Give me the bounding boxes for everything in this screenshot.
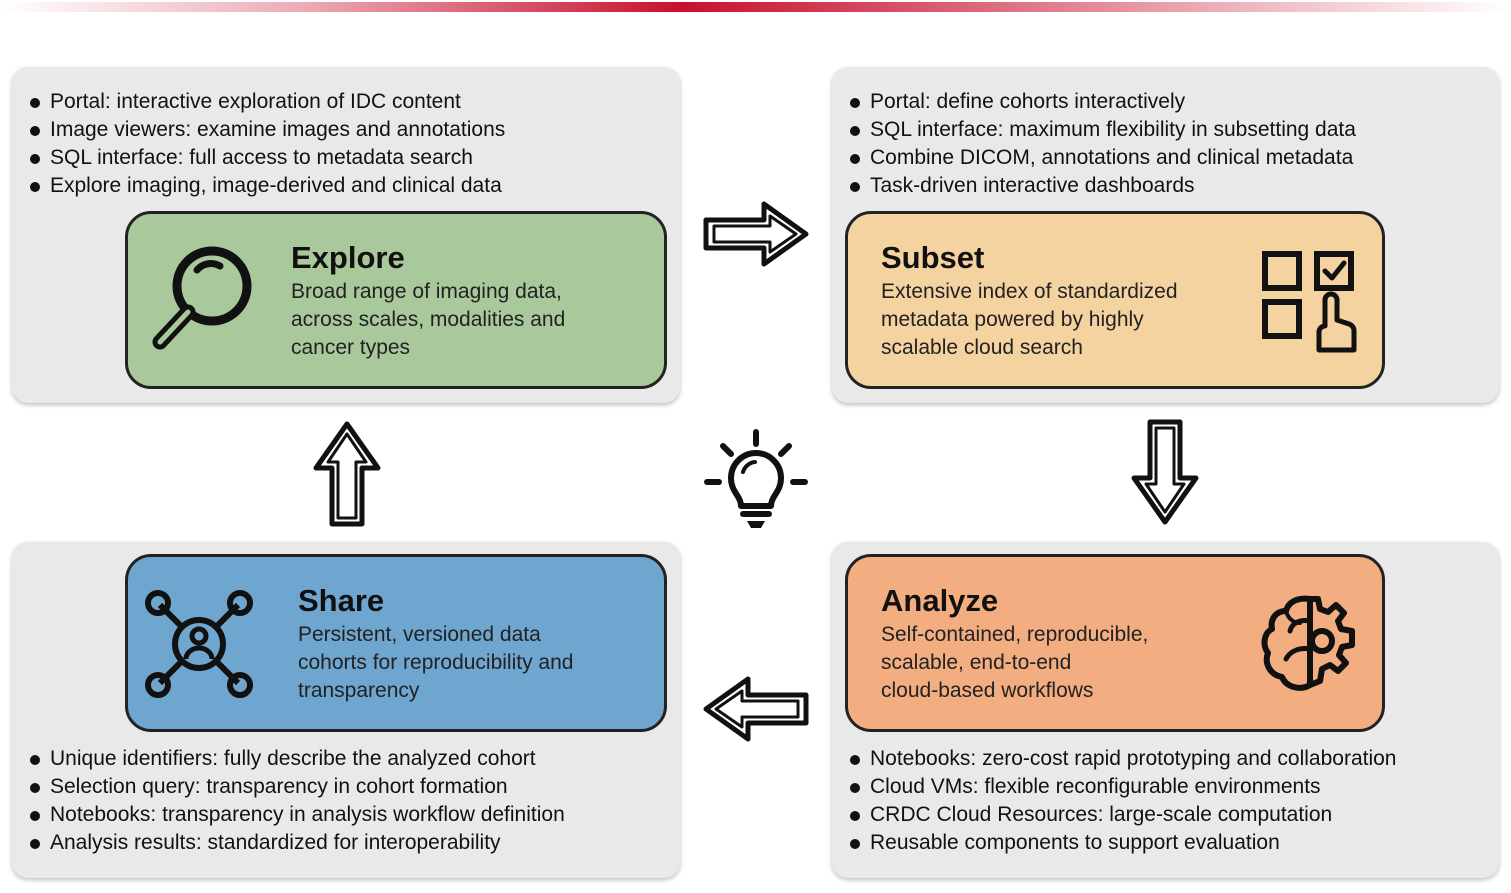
list-item: Explore imaging, image-derived and clini… <box>30 172 505 200</box>
list-item: SQL interface: full access to metadata s… <box>30 144 505 172</box>
explore-bullet-list: Portal: interactive exploration of IDC c… <box>30 88 505 200</box>
list-item: Task-driven interactive dashboards <box>850 172 1356 200</box>
list-item: Combine DICOM, annotations and clinical … <box>850 144 1356 172</box>
subset-card: Subset Extensive index of standardized m… <box>845 211 1385 389</box>
list-item: Notebooks: zero-cost rapid prototyping a… <box>850 745 1396 773</box>
share-description: Persistent, versioned data cohorts for r… <box>298 623 574 702</box>
list-item: Cloud VMs: flexible reconfigurable envir… <box>850 773 1396 801</box>
list-item: Notebooks: transparency in analysis work… <box>30 801 565 829</box>
top-accent-bar <box>0 2 1511 12</box>
list-item: Image viewers: examine images and annota… <box>30 116 505 144</box>
brain-gear-icon <box>1261 595 1355 691</box>
list-item: Portal: interactive exploration of IDC c… <box>30 88 505 116</box>
arrow-down-icon <box>1131 419 1199 525</box>
subset-title: Subset <box>881 240 985 275</box>
select-grid-icon <box>1262 251 1357 353</box>
analyze-description: Self-contained, reproducible, scalable, … <box>881 623 1149 702</box>
analyze-bullet-list: Notebooks: zero-cost rapid prototyping a… <box>850 745 1396 857</box>
list-item: Selection query: transparency in cohort … <box>30 773 565 801</box>
list-item: CRDC Cloud Resources: large-scale comput… <box>850 801 1396 829</box>
explore-card: Explore Broad range of imaging data, acr… <box>125 211 667 389</box>
arrow-up-icon <box>313 421 381 527</box>
network-user-icon <box>145 590 253 698</box>
arrow-right-icon <box>703 201 809 267</box>
explore-title: Explore <box>291 240 405 275</box>
share-bullet-list: Unique identifiers: fully describe the a… <box>30 745 565 857</box>
list-item: Analysis results: standardized for inter… <box>30 829 565 857</box>
share-title: Share <box>298 583 385 618</box>
share-card: Share Persistent, versioned data cohorts… <box>125 554 667 732</box>
subset-bullet-list: Portal: define cohorts interactively SQL… <box>850 88 1356 200</box>
arrow-left-icon <box>703 676 809 742</box>
analyze-card: Analyze Self-contained, reproducible, sc… <box>845 554 1385 732</box>
analyze-title: Analyze <box>881 583 999 618</box>
list-item: Unique identifiers: fully describe the a… <box>30 745 565 773</box>
list-item: Portal: define cohorts interactively <box>850 88 1356 116</box>
subset-description: Extensive index of standardized metadata… <box>881 280 1178 359</box>
magnifier-icon <box>152 246 252 350</box>
list-item: Reusable components to support evaluatio… <box>850 829 1396 857</box>
explore-description: Broad range of imaging data, across scal… <box>291 280 566 359</box>
lightbulb-icon <box>704 429 808 528</box>
list-item: SQL interface: maximum flexibility in su… <box>850 116 1356 144</box>
